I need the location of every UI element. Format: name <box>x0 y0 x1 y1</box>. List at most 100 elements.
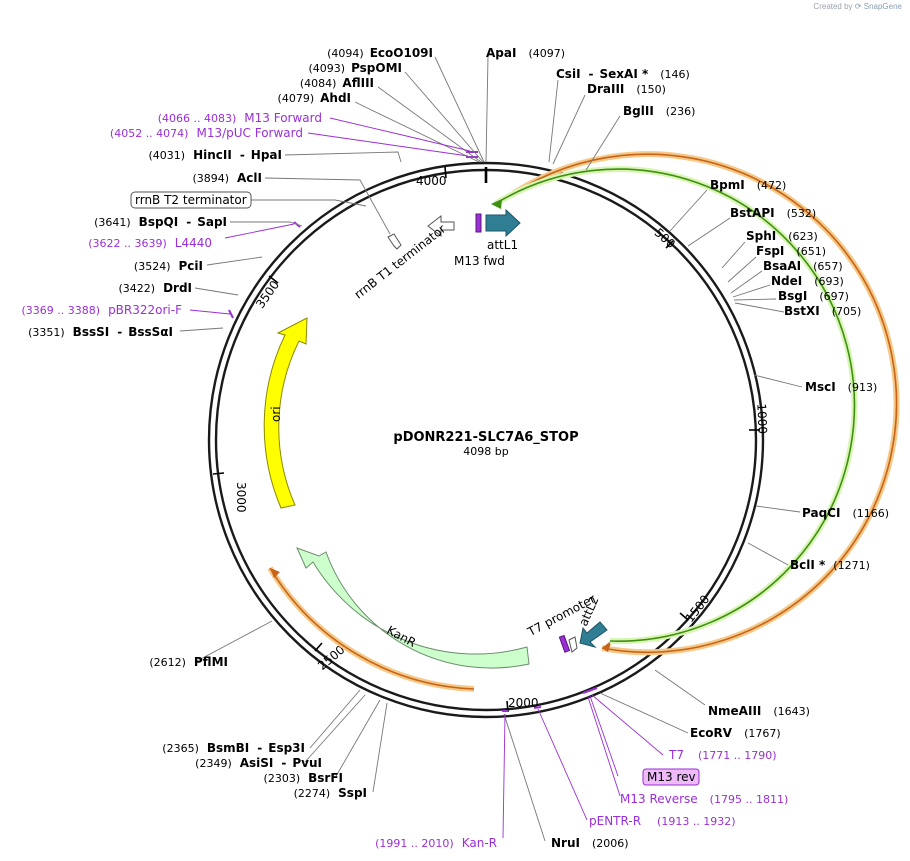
enzyme-bsgi[interactable]: BsgI <box>778 289 807 303</box>
primer-range-m13-reverse: (1795 .. 1811) <box>710 793 789 806</box>
kanr-label: KanR <box>384 623 418 650</box>
enzyme-pos-bcli: (1271) <box>833 559 870 572</box>
enzyme-bstapi[interactable]: BstAPI <box>730 206 775 220</box>
primer-pentr-r[interactable]: pENTR-R <box>589 814 641 828</box>
enzyme-pos-apai: (4097) <box>528 47 565 60</box>
primer-m13-rev: M13 rev <box>647 770 696 784</box>
primer-m13-rev-box[interactable] <box>642 768 700 786</box>
enzyme-ecoo109i[interactable]: EcoO109I <box>370 46 433 60</box>
enzyme-sexai[interactable]: SexAI * <box>600 67 649 81</box>
svg-text:T7(1771 .. 1790): T7 (1771 .. 1790) <box>668 748 777 762</box>
primer-kan-r[interactable]: Kan-R <box>462 836 497 850</box>
t7-promoter-feature[interactable] <box>568 636 578 653</box>
primer-pbr322ori-f[interactable]: pBR322ori-F <box>108 303 182 317</box>
enzyme-sep-bsmbi: - <box>257 741 262 755</box>
enzyme-csii[interactable]: CsiI <box>556 67 581 81</box>
enzyme-asisi[interactable]: AsiSI <box>240 756 274 770</box>
enzyme-pos-sspi: (2274) <box>294 787 331 800</box>
enzyme-pflmi[interactable]: PflMI <box>194 655 228 669</box>
enzyme-bsssi[interactable]: BssSI <box>73 325 110 339</box>
enzyme-pos-bstapi: (532) <box>787 207 817 220</box>
enzyme-afliii[interactable]: AflIII <box>342 76 374 90</box>
enzyme-bsssai[interactable]: BssSαI <box>128 325 173 339</box>
enzyme-sspi[interactable]: SspI <box>338 786 367 800</box>
enzyme-pspomi[interactable]: PspOMI <box>351 61 402 75</box>
enzyme-bpmi[interactable]: BpmI <box>710 178 745 192</box>
orange-arc-glow <box>512 151 900 656</box>
rrnb-t2-terminator-box[interactable] <box>130 191 252 209</box>
enzyme-fspi[interactable]: FspI <box>756 244 784 258</box>
enzyme-esp3i[interactable]: Esp3I <box>268 741 305 755</box>
rrnb-t1-terminator-label: rrnB T1 terminator <box>352 222 449 302</box>
enzyme-paqci[interactable]: PaqCI <box>802 506 840 520</box>
primer-t7[interactable]: T7 <box>668 748 684 762</box>
enzyme-sphi[interactable]: SphI <box>746 229 776 243</box>
primer-m13-reverse[interactable]: M13 Reverse <box>620 792 698 806</box>
svg-text:(3641)BspQI-SapI: (3641)BspQI-SapI <box>94 215 227 229</box>
enzyme-drdi[interactable]: DrdI <box>163 281 192 295</box>
svg-text:SphI(623): SphI (623) <box>746 229 818 243</box>
enzyme-pos-nrui: (2006) <box>592 837 629 850</box>
attl2-feature[interactable] <box>579 621 608 648</box>
svg-text:(1991 .. 2010)Kan-R: (1991 .. 2010)Kan-R <box>375 836 497 850</box>
svg-text:M13 Reverse(1795 .. 1811): M13 Reverse (1795 .. 1811) <box>620 792 788 806</box>
primer-range-t7: (1771 .. 1790) <box>698 749 777 762</box>
tick-label-3000: 3000 <box>234 482 248 513</box>
rrnb-t2-terminator-label: rrnB T2 terminator <box>135 193 247 207</box>
enzyme-bsaai[interactable]: BsaAI <box>763 259 801 273</box>
snapgene-watermark: Created by ⟳ SnapGene <box>813 2 902 11</box>
enzyme-draiii[interactable]: DraIII <box>587 82 624 96</box>
enzyme-ndei[interactable]: NdeI <box>771 274 802 288</box>
svg-text:MscI(913): MscI(913) <box>805 380 877 394</box>
enzyme-bsrfi[interactable]: BsrFI <box>308 771 343 785</box>
primer-m13-puc-forward[interactable]: M13/pUC Forward <box>196 126 303 140</box>
enzyme-hincii[interactable]: HincII <box>193 148 232 162</box>
svg-text:NmeAIII(1643): NmeAIII(1643) <box>708 704 810 718</box>
primer-range-pbr322ori-f: (3369 .. 3388) <box>22 304 101 317</box>
m13-rev-primer-mark <box>558 634 571 653</box>
enzyme-pvui[interactable]: PvuI <box>292 756 322 770</box>
enzyme-hpai[interactable]: HpaI <box>251 148 282 162</box>
ori-feature[interactable] <box>263 317 308 509</box>
tick-label-2000: 2000 <box>508 696 539 710</box>
primer-l4440[interactable]: L4440 <box>175 236 212 250</box>
enzyme-ahdi[interactable]: AhdI <box>320 91 351 105</box>
enzyme-pos-bsssi: (3351) <box>28 326 65 339</box>
enzyme-sep-asisi: - <box>281 756 286 770</box>
primer-labels: (4066 .. 4083)M13 Forward (4052 .. 4074)… <box>22 111 789 850</box>
enzyme-pos-acli: (3894) <box>192 172 229 185</box>
primer-range-l4440: (3622 .. 3639) <box>88 237 167 250</box>
svg-text:(2612)PflMI: (2612)PflMI <box>149 655 228 669</box>
enzyme-bsmbi[interactable]: BsmBI <box>207 741 249 755</box>
primer-m13-forward[interactable]: M13 Forward <box>244 111 322 125</box>
enzyme-pos-bsgi: (697) <box>819 290 849 303</box>
enzyme-acli[interactable]: AclI <box>237 171 262 185</box>
attl1-feature[interactable] <box>485 208 521 238</box>
enzyme-nrui[interactable]: NruI <box>551 836 580 850</box>
enzyme-nmeaiii[interactable]: NmeAIII <box>708 704 761 718</box>
enzyme-bcli[interactable]: BclI * <box>790 558 826 572</box>
m13-fwd-label: M13 fwd <box>454 254 505 268</box>
rrnb-t2-terminator-feature[interactable] <box>387 233 402 250</box>
enzyme-apai[interactable]: ApaI <box>486 46 516 60</box>
svg-text:pENTR-R(1913 .. 1932): pENTR-R(1913 .. 1932) <box>589 814 736 828</box>
enzyme-msci[interactable]: MscI <box>805 380 836 394</box>
enzyme-bglii[interactable]: BglII <box>623 104 654 118</box>
kanr-feature[interactable] <box>296 547 530 669</box>
rrnb-t1-terminator-feature[interactable] <box>427 214 455 238</box>
primer-range-m13-puc-forward: (4052 .. 4074) <box>110 127 189 140</box>
enzyme-pos-sphi: (623) <box>788 230 818 243</box>
enzyme-bstxi[interactable]: BstXI <box>784 304 820 318</box>
tick-1500 <box>679 612 689 621</box>
orange-arc-left <box>269 567 475 690</box>
enzyme-pcii[interactable]: PciI <box>179 259 204 273</box>
svg-text:(3622 .. 3639)L4440: (3622 .. 3639) L4440 <box>88 236 212 250</box>
enzyme-ecorv[interactable]: EcoRV <box>690 726 733 740</box>
enzyme-sapi[interactable]: SapI <box>197 215 227 229</box>
enzyme-bspqi[interactable]: BspQI <box>139 215 179 229</box>
primer-mark-t7 <box>582 687 598 694</box>
enzyme-pos-bsrfi: (2303) <box>264 772 301 785</box>
svg-text:PaqCI(1166): PaqCI(1166) <box>802 506 889 520</box>
svg-text:(4066 .. 4083)M13 Forward: (4066 .. 4083)M13 Forward <box>158 111 322 125</box>
